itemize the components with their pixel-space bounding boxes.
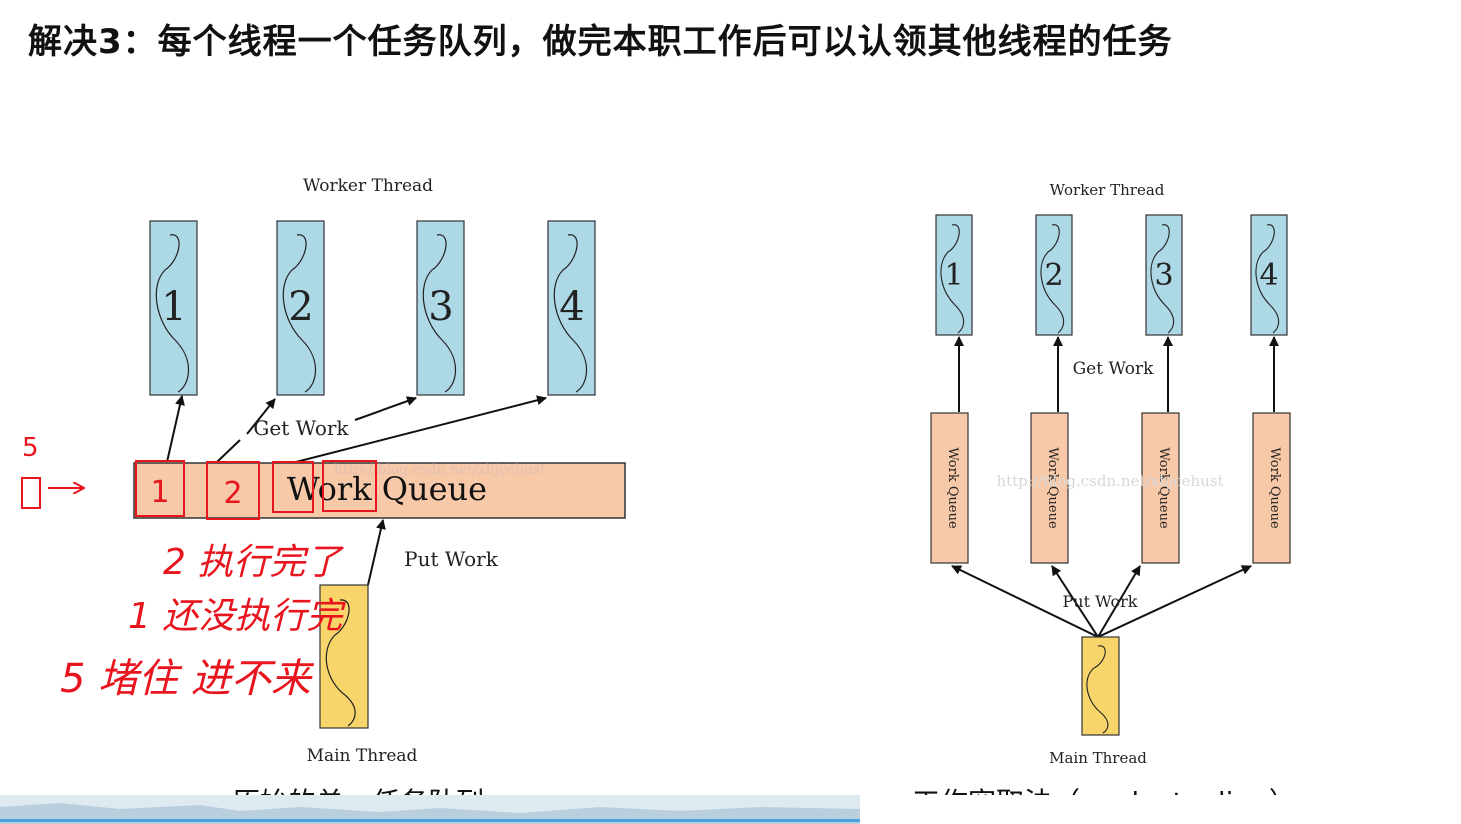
left-main-thread-label: Main Thread bbox=[307, 746, 418, 766]
handwritten-annotations bbox=[21, 460, 377, 520]
right-queue-1-label: Work Queue bbox=[945, 447, 960, 529]
right-put-work-label: Put Work bbox=[1063, 592, 1138, 611]
right-watermark: http://blog.csdn.net/xhjcehust bbox=[996, 472, 1223, 490]
left-main-thread bbox=[319, 584, 369, 729]
annotation-small-box bbox=[21, 477, 41, 509]
left-watermark: http://blog.csdn.net/xhjcehust bbox=[334, 462, 546, 478]
right-worker-thread-label: Worker Thread bbox=[1050, 181, 1165, 199]
left-arrow-get-2 bbox=[246, 398, 276, 435]
annotation-number-5: 5 bbox=[22, 433, 39, 463]
annotation-box-2 bbox=[206, 461, 260, 520]
left-arrow-put bbox=[367, 519, 386, 586]
right-thread-4: 4 bbox=[1250, 214, 1288, 336]
right-queue-4-label: Work Queue bbox=[1267, 447, 1282, 529]
right-thread-2-number: 2 bbox=[1044, 258, 1063, 293]
right-main-thread-label: Main Thread bbox=[1049, 749, 1147, 767]
right-get-work-label: Get Work bbox=[1073, 359, 1155, 379]
left-arrow-get-3 bbox=[354, 396, 417, 421]
left-get-work-label: Get Work bbox=[253, 416, 349, 440]
right-thread-3-number: 3 bbox=[1154, 258, 1173, 293]
right-thread-1: 1 bbox=[935, 214, 973, 336]
annotation-note-line-3: 5 堵住 进不来 bbox=[60, 656, 315, 702]
right-queue-3: Work Queue bbox=[1141, 412, 1180, 564]
right-thread-3: 3 bbox=[1145, 214, 1183, 336]
left-thread-4: 4 bbox=[547, 220, 596, 396]
left-arrow-get-4 bbox=[295, 395, 547, 463]
annotation-note-line-2: 1 还没执行完 bbox=[128, 596, 346, 637]
left-arrow-get-2-base bbox=[216, 439, 241, 463]
right-diagram: Worker Thread 1 2 3 4 Get Work bbox=[930, 181, 1291, 767]
annotation-note-line-1: 2 执行完了 bbox=[163, 542, 344, 583]
slide-title: 解决3：每个线程一个任务队列，做完本职工作后可以认领其他线程的任务 bbox=[28, 22, 1173, 62]
bottom-decoration-strip bbox=[0, 795, 1461, 824]
annotation-box-4 bbox=[322, 460, 377, 512]
right-thread-1-number: 1 bbox=[944, 258, 963, 293]
right-arrow-put-3 bbox=[1097, 565, 1141, 638]
right-queue-2-label: Work Queue bbox=[1045, 447, 1060, 529]
right-arrow-put-1 bbox=[951, 565, 1099, 638]
left-work-queue bbox=[133, 462, 626, 519]
right-queue-3-label: Work Queue bbox=[1156, 447, 1171, 529]
left-put-work-label: Put Work bbox=[404, 547, 499, 571]
left-work-queue-label: Work Queue bbox=[287, 470, 487, 508]
right-thread-2: 2 bbox=[1035, 214, 1073, 336]
right-arrow-put-2 bbox=[1051, 565, 1099, 638]
annotation-box-3 bbox=[272, 461, 314, 513]
left-arrow-get-1 bbox=[166, 395, 185, 463]
annotation-queue-item-2: 2 bbox=[223, 476, 242, 511]
left-thread-3-number: 3 bbox=[428, 284, 453, 330]
annotation-queue-item-1: 1 bbox=[150, 475, 169, 510]
left-thread-2: 2 bbox=[276, 220, 325, 396]
left-thread-1: 1 bbox=[149, 220, 198, 396]
right-thread-4-number: 4 bbox=[1259, 258, 1278, 293]
right-queue-2: Work Queue bbox=[1030, 412, 1069, 564]
annotation-box-1 bbox=[135, 460, 185, 517]
left-diagram: Worker Thread 1 2 3 4 Get Work bbox=[133, 176, 626, 766]
right-arrow-put-4 bbox=[1097, 565, 1252, 638]
left-thread-3: 3 bbox=[416, 220, 465, 396]
right-main-thread bbox=[1081, 636, 1120, 736]
left-thread-2-number: 2 bbox=[288, 284, 313, 330]
left-worker-thread-label: Worker Thread bbox=[303, 176, 433, 196]
right-queue-1: Work Queue bbox=[930, 412, 969, 564]
right-queue-4: Work Queue bbox=[1252, 412, 1291, 564]
left-thread-4-number: 4 bbox=[559, 284, 584, 330]
left-thread-1-number: 1 bbox=[161, 284, 186, 330]
